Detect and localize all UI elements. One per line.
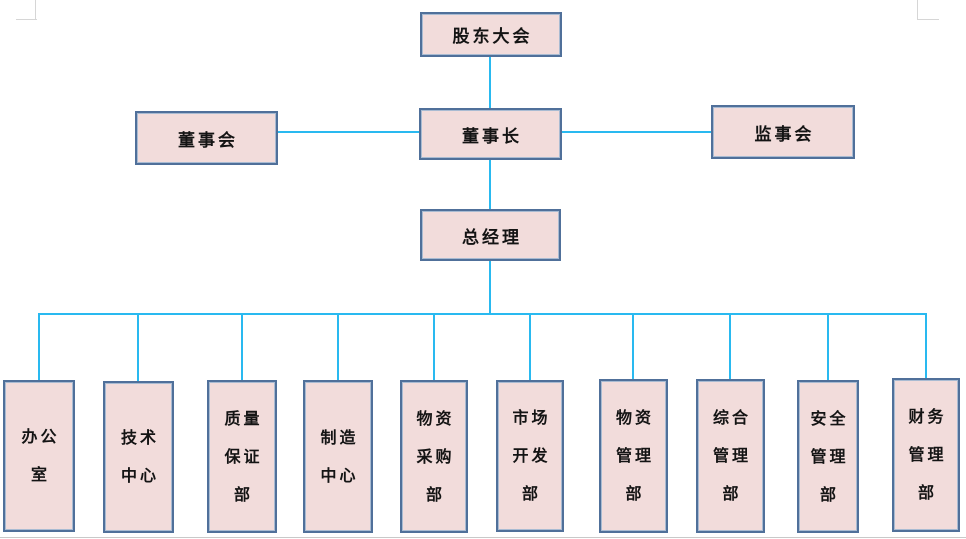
connector-drop-safety-management bbox=[827, 314, 829, 380]
dept-material-procurement[interactable]: 物资 采购 部 bbox=[400, 380, 468, 533]
dept-label-line: 办公 bbox=[21, 427, 60, 446]
dept-label-line: 物资 bbox=[416, 408, 455, 428]
dept-label-line: 部 bbox=[425, 484, 445, 504]
dept-label-line: 部 bbox=[917, 483, 937, 502]
dept-label-line: 财务 bbox=[908, 407, 947, 426]
dept-label-line: 中心 bbox=[120, 466, 159, 485]
node-general-manager[interactable]: 总经理 bbox=[420, 209, 561, 261]
dept-label-line: 技术 bbox=[120, 428, 159, 447]
connector-drop-finance-management bbox=[925, 314, 927, 378]
dept-general-management[interactable]: 综合 管理 部 bbox=[696, 379, 765, 533]
page-corner-mark-top-left-vertical bbox=[35, 0, 36, 19]
dept-label-line: 制造 bbox=[320, 427, 359, 447]
dept-label-line: 开发 bbox=[512, 446, 551, 465]
connector-drop-market-development bbox=[529, 314, 531, 380]
connector-drop-material-procurement bbox=[433, 314, 435, 380]
connector-gm-trunk bbox=[489, 260, 491, 315]
node-supervisory-board[interactable]: 监事会 bbox=[711, 105, 855, 159]
page-bottom-edge bbox=[0, 537, 966, 538]
connector-drop-office bbox=[38, 314, 40, 380]
dept-label-line: 采购 bbox=[416, 446, 455, 466]
dept-material-management[interactable]: 物资 管理 部 bbox=[599, 379, 668, 533]
dept-label-line: 管理 bbox=[908, 445, 947, 464]
dept-market-development[interactable]: 市场 开发 部 bbox=[496, 380, 564, 532]
dept-label-line: 安全 bbox=[810, 408, 849, 428]
dept-technology-center[interactable]: 技术 中心 bbox=[103, 381, 174, 533]
node-chairman[interactable]: 董事长 bbox=[419, 108, 562, 160]
page-corner-mark-top-left-horizontal bbox=[16, 19, 37, 20]
dept-label-line: 管理 bbox=[615, 446, 654, 465]
node-label: 董事会 bbox=[178, 130, 238, 151]
dept-label-line: 管理 bbox=[810, 446, 849, 466]
dept-label-line: 质量 bbox=[224, 408, 263, 428]
connector-drop-material-management bbox=[632, 314, 634, 379]
dept-label-line: 市场 bbox=[512, 408, 551, 427]
node-label: 监事会 bbox=[754, 124, 815, 145]
node-label: 总经理 bbox=[462, 227, 522, 248]
dept-safety-management[interactable]: 安全 管理 部 bbox=[797, 380, 859, 533]
dept-manufacturing-center[interactable]: 制造 中心 bbox=[303, 380, 373, 533]
dept-label-line: 保证 bbox=[224, 446, 263, 466]
node-board-of-directors[interactable]: 董事会 bbox=[135, 111, 278, 165]
page-corner-mark-top-right-vertical bbox=[917, 0, 918, 19]
page-corner-mark-top-right-horizontal bbox=[917, 19, 939, 20]
connector-drop-technology-center bbox=[137, 314, 139, 381]
dept-label-line: 部 bbox=[233, 484, 253, 504]
connector-main-horizontal bbox=[38, 313, 927, 315]
dept-label-line: 综合 bbox=[712, 408, 751, 427]
dept-label-line: 部 bbox=[819, 484, 839, 504]
dept-label-line: 室 bbox=[30, 465, 50, 484]
connector-board-chairman bbox=[277, 131, 419, 133]
node-shareholders-meeting[interactable]: 股东大会 bbox=[420, 12, 562, 57]
connector-chairman-gm bbox=[489, 160, 491, 210]
connector-shareholders-chairman bbox=[489, 57, 491, 109]
node-label: 股东大会 bbox=[452, 27, 533, 47]
dept-label-line: 物资 bbox=[615, 408, 654, 427]
dept-label-line: 中心 bbox=[320, 465, 359, 485]
node-label: 董事长 bbox=[462, 126, 522, 147]
dept-label-line: 部 bbox=[625, 484, 645, 503]
connector-drop-quality-assurance bbox=[241, 314, 243, 380]
dept-office[interactable]: 办公 室 bbox=[3, 380, 75, 532]
dept-label-line: 部 bbox=[722, 484, 742, 503]
dept-label-line: 管理 bbox=[712, 446, 751, 465]
connector-drop-general-management bbox=[729, 314, 731, 379]
connector-chairman-supervisors bbox=[561, 131, 711, 133]
connector-drop-manufacturing-center bbox=[337, 314, 339, 380]
dept-finance-management[interactable]: 财务 管理 部 bbox=[892, 378, 960, 532]
dept-quality-assurance[interactable]: 质量 保证 部 bbox=[207, 380, 277, 533]
dept-label-line: 部 bbox=[521, 484, 541, 503]
